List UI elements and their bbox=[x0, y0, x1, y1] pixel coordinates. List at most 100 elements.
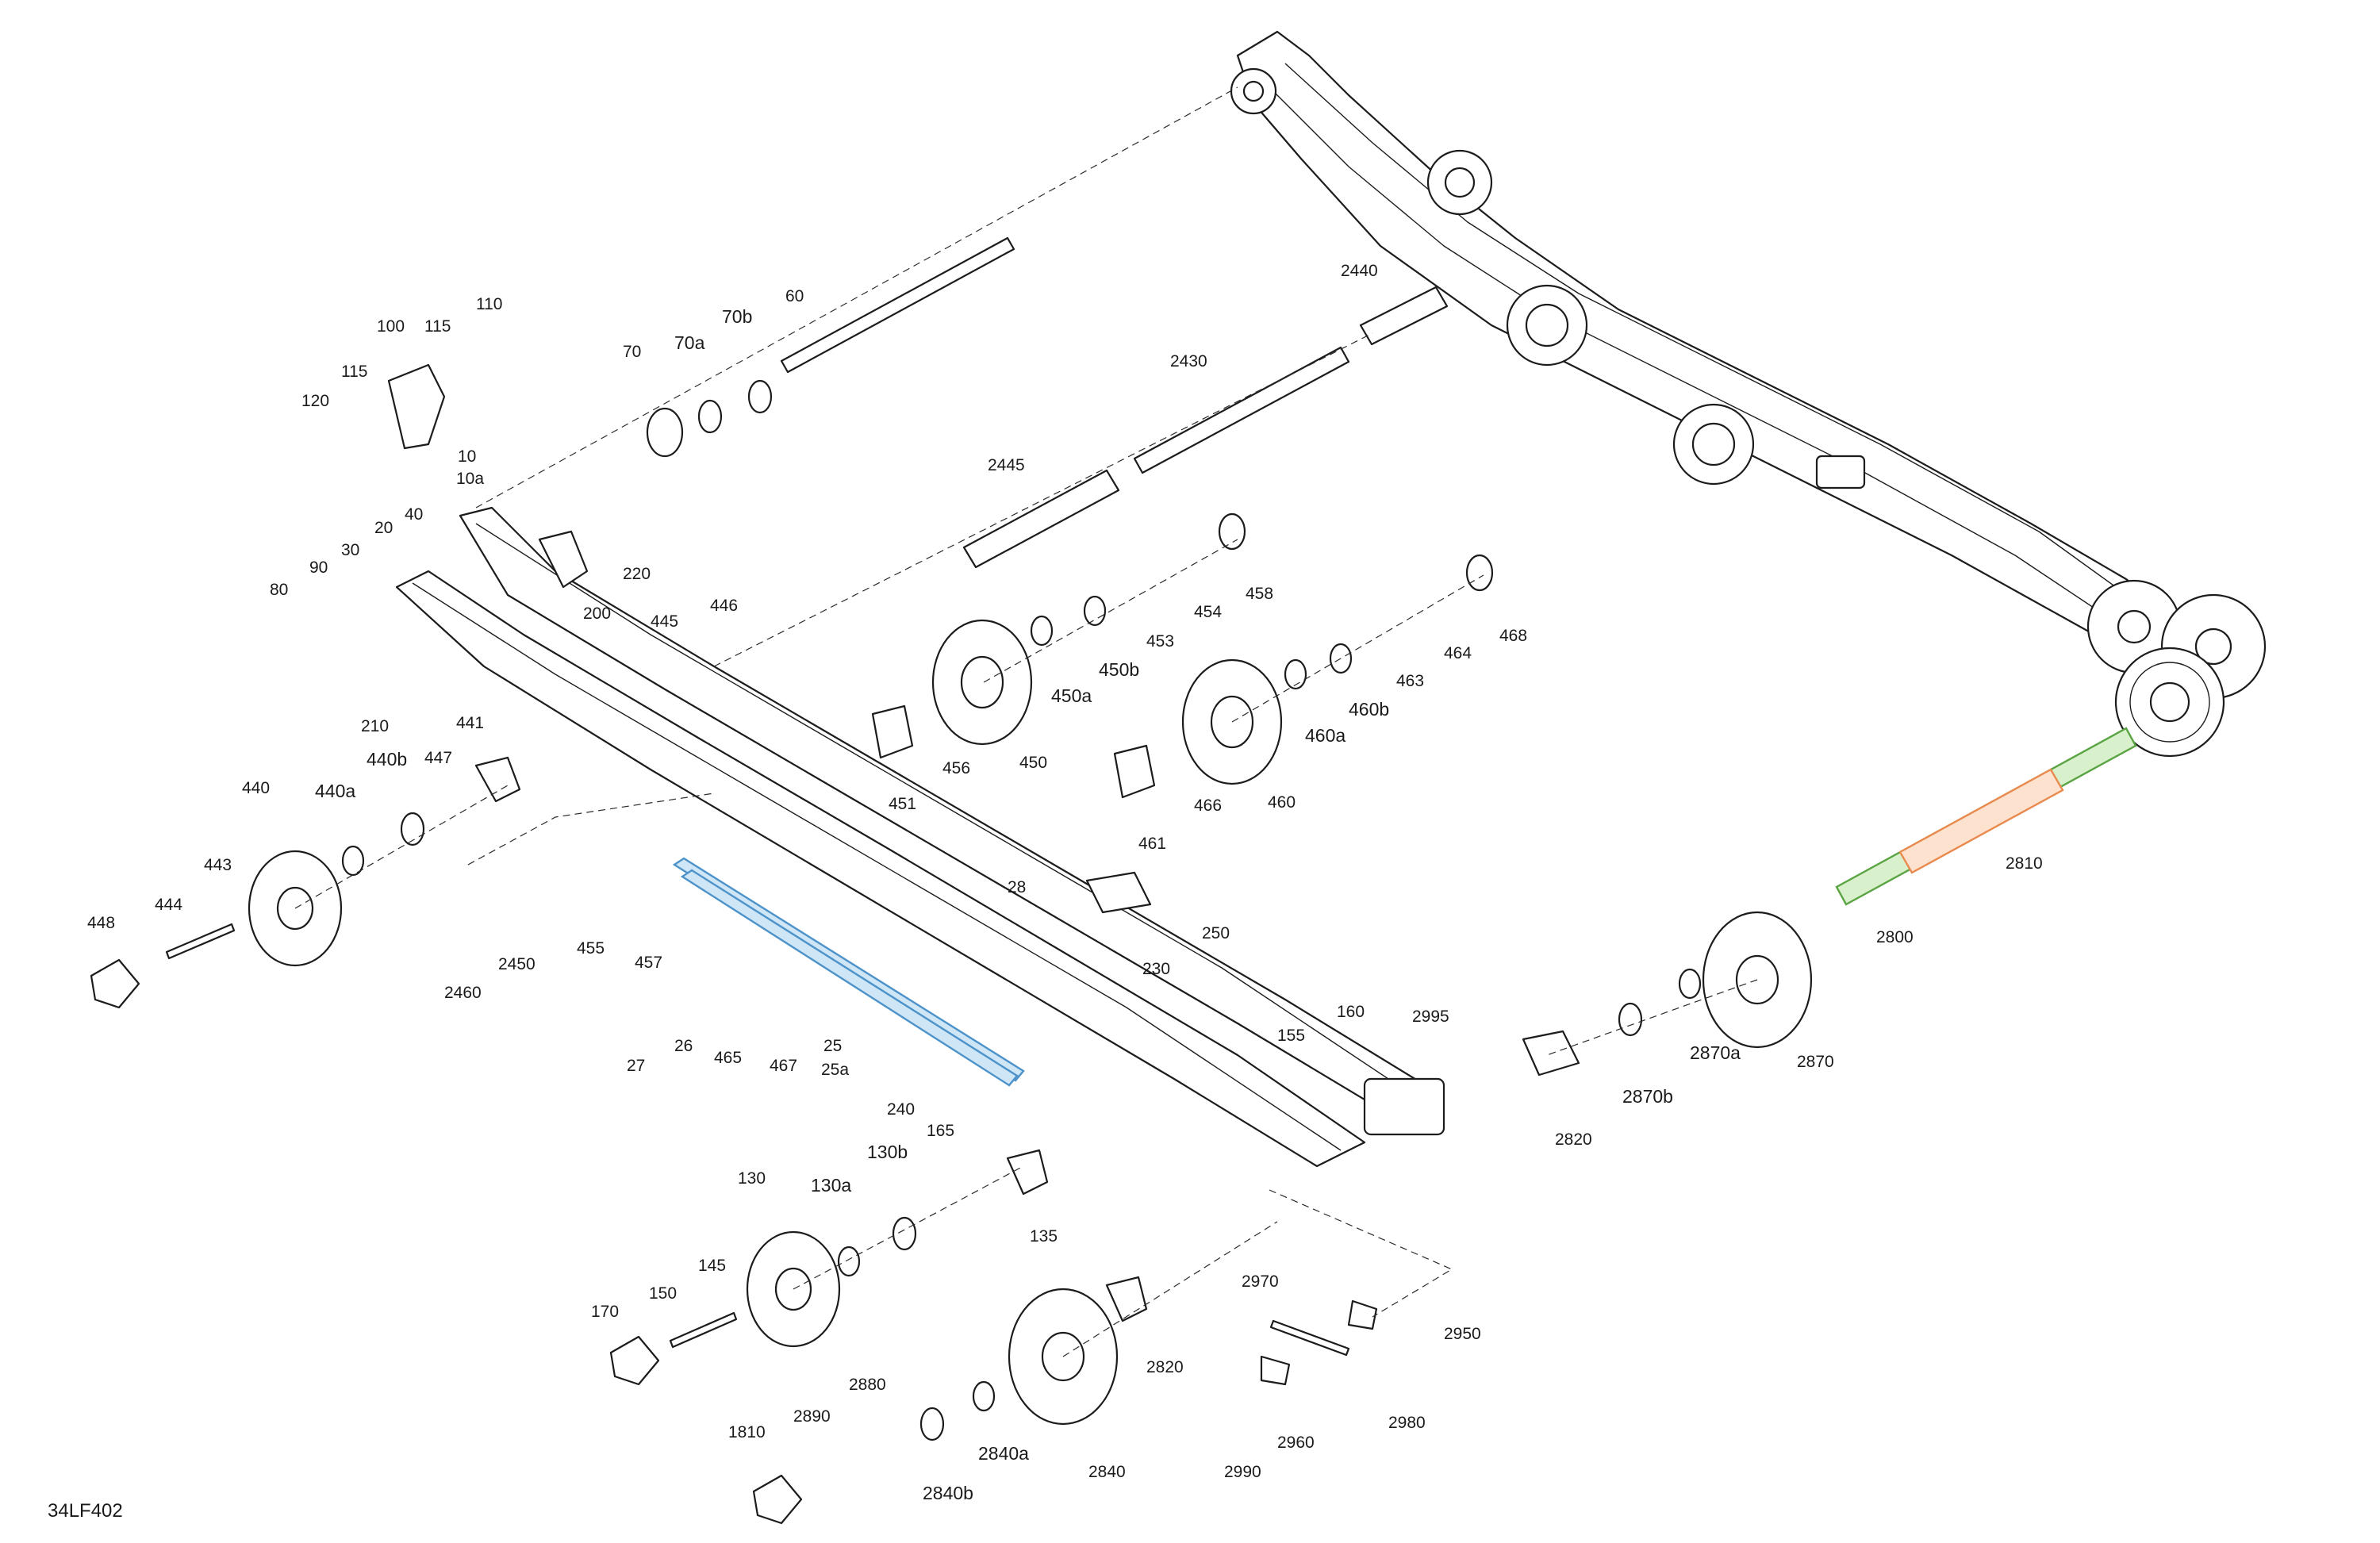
callout-90: 90 bbox=[309, 558, 328, 577]
callout-80: 80 bbox=[270, 581, 288, 599]
callout-240: 240 bbox=[887, 1100, 915, 1119]
callout-40: 40 bbox=[405, 505, 423, 524]
callout-468: 468 bbox=[1499, 627, 1527, 645]
callout-447: 447 bbox=[424, 749, 452, 767]
callout-135: 135 bbox=[1030, 1227, 1058, 1246]
callout-2460: 2460 bbox=[444, 984, 482, 1002]
callout-455: 455 bbox=[577, 939, 605, 958]
callout-labels: 100 115 110 115 120 70 70a 70b 60 2440 2… bbox=[87, 262, 2043, 1503]
callout-440b: 440b bbox=[367, 749, 407, 770]
callout-460: 460 bbox=[1268, 793, 1296, 812]
far-side-rail-assembly bbox=[1230, 30, 2267, 758]
callout-445: 445 bbox=[651, 612, 678, 631]
callout-110: 110 bbox=[476, 295, 502, 313]
callout-458: 458 bbox=[1246, 585, 1273, 603]
shaft-2430 bbox=[1133, 346, 1350, 474]
callout-450: 450 bbox=[1019, 754, 1047, 772]
callout-120: 120 bbox=[301, 392, 329, 410]
callout-220: 220 bbox=[623, 565, 651, 583]
tube-2810 bbox=[1898, 768, 2064, 874]
callout-450a: 450a bbox=[1051, 685, 1092, 706]
callout-441: 441 bbox=[456, 714, 484, 732]
tube-2445 bbox=[962, 469, 1120, 569]
callout-130: 130 bbox=[738, 1169, 766, 1188]
callout-2840b: 2840b bbox=[923, 1483, 973, 1503]
wheel-450 bbox=[931, 619, 1033, 746]
callout-450b: 450b bbox=[1099, 659, 1139, 680]
callout-26: 26 bbox=[674, 1037, 693, 1055]
callout-2990: 2990 bbox=[1224, 1463, 1261, 1481]
callout-10: 10 bbox=[458, 447, 476, 466]
callout-27: 27 bbox=[627, 1057, 645, 1075]
callout-70a: 70a bbox=[674, 332, 705, 353]
callout-2870b: 2870b bbox=[1622, 1086, 1673, 1107]
callout-150: 150 bbox=[649, 1284, 677, 1303]
callout-2870: 2870 bbox=[1797, 1053, 1834, 1071]
callout-28: 28 bbox=[1008, 878, 1026, 896]
callout-456: 456 bbox=[942, 759, 970, 777]
callout-454: 454 bbox=[1194, 603, 1222, 621]
callout-2960: 2960 bbox=[1277, 1434, 1315, 1452]
callout-230: 230 bbox=[1142, 960, 1170, 978]
callout-453: 453 bbox=[1146, 632, 1174, 651]
callout-60: 60 bbox=[785, 287, 804, 305]
small-parts bbox=[90, 363, 1702, 1525]
alignment-lines bbox=[294, 86, 1758, 1357]
callout-451: 451 bbox=[889, 795, 916, 813]
callout-2870a: 2870a bbox=[1690, 1042, 1741, 1063]
callout-2440: 2440 bbox=[1341, 262, 1378, 280]
shaft-60 bbox=[780, 236, 1015, 374]
callout-2840a: 2840a bbox=[978, 1443, 1029, 1464]
callout-467: 467 bbox=[770, 1057, 797, 1075]
callout-155: 155 bbox=[1277, 1027, 1305, 1045]
near-side-rail bbox=[395, 506, 1445, 1168]
callout-464: 464 bbox=[1444, 644, 1472, 662]
callout-25a: 25a bbox=[821, 1061, 849, 1079]
callout-463: 463 bbox=[1396, 672, 1424, 690]
callout-2430: 2430 bbox=[1170, 352, 1207, 370]
callout-2950: 2950 bbox=[1444, 1325, 1481, 1343]
callout-130a: 130a bbox=[811, 1175, 851, 1196]
callout-100: 100 bbox=[377, 317, 405, 336]
callout-460b: 460b bbox=[1349, 699, 1389, 720]
callout-2810: 2810 bbox=[2006, 854, 2043, 873]
callout-460a: 460a bbox=[1305, 725, 1345, 746]
callout-170: 170 bbox=[591, 1303, 619, 1321]
callout-461: 461 bbox=[1138, 835, 1166, 853]
callout-115: 115 bbox=[424, 317, 451, 336]
callout-130b: 130b bbox=[867, 1142, 908, 1162]
reference-code: 34LF402 bbox=[48, 1500, 123, 1522]
spacer-2440 bbox=[1359, 286, 1449, 346]
callout-250: 250 bbox=[1202, 924, 1230, 942]
slider-25 bbox=[672, 857, 1025, 1087]
callout-2880: 2880 bbox=[849, 1376, 886, 1394]
callout-466: 466 bbox=[1194, 796, 1222, 815]
callout-457: 457 bbox=[635, 954, 662, 972]
callout-440: 440 bbox=[242, 779, 270, 797]
callout-1810: 1810 bbox=[728, 1423, 766, 1441]
callout-2820: 2820 bbox=[1146, 1358, 1184, 1376]
callout-443: 443 bbox=[204, 856, 232, 874]
callout-440a: 440a bbox=[315, 781, 355, 801]
callout-145: 145 bbox=[698, 1257, 726, 1275]
callout-165: 165 bbox=[927, 1122, 954, 1140]
callout-10a: 10a bbox=[456, 470, 484, 488]
callout-30: 30 bbox=[341, 541, 359, 559]
callout-2980: 2980 bbox=[1388, 1414, 1426, 1432]
callout-2800: 2800 bbox=[1876, 928, 1914, 946]
callout-448: 448 bbox=[87, 914, 115, 932]
callout-25: 25 bbox=[823, 1037, 842, 1055]
callout-2970: 2970 bbox=[1242, 1272, 1279, 1291]
callout-2820: 2820 bbox=[1555, 1130, 1592, 1149]
callout-115: 115 bbox=[341, 363, 367, 381]
callout-2450: 2450 bbox=[498, 955, 536, 973]
callout-444: 444 bbox=[155, 896, 182, 914]
callout-465: 465 bbox=[714, 1049, 742, 1067]
callout-446: 446 bbox=[710, 597, 738, 615]
callout-2890: 2890 bbox=[793, 1407, 831, 1426]
callout-20: 20 bbox=[374, 519, 393, 537]
callout-200: 200 bbox=[583, 605, 611, 623]
callout-2995: 2995 bbox=[1412, 1008, 1449, 1026]
